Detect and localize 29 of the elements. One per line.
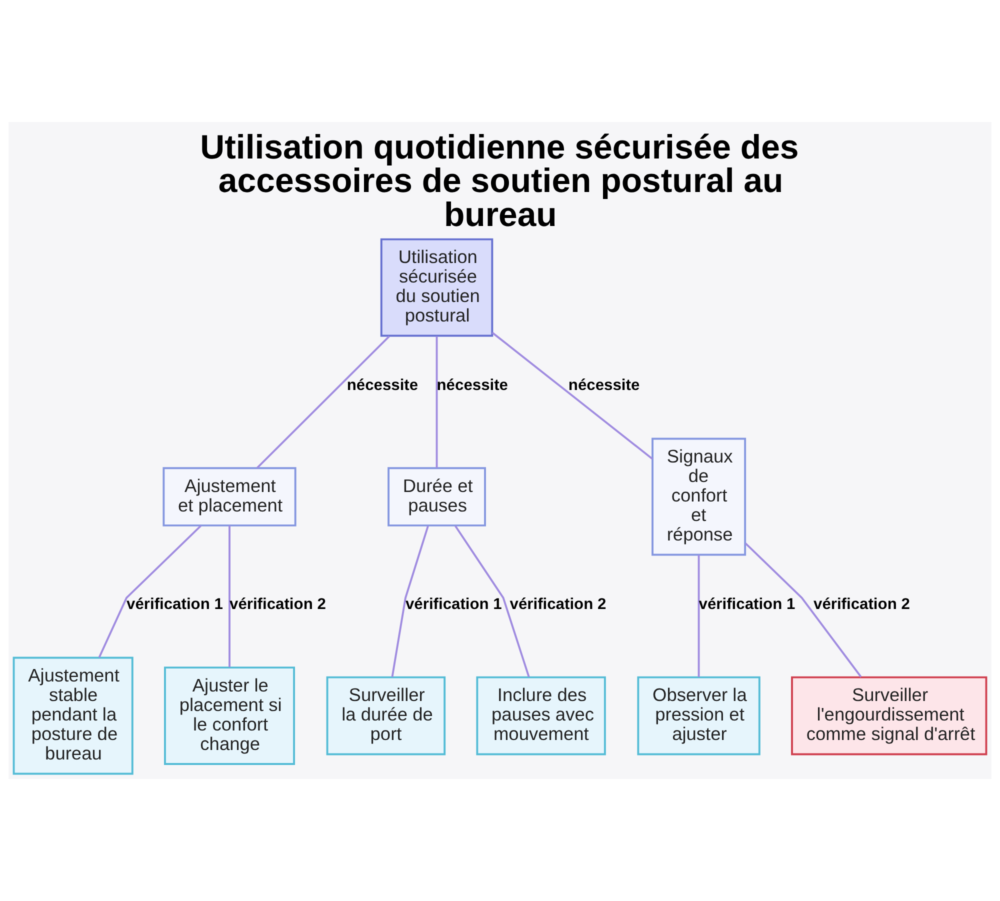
- edge-label: nécessite: [568, 377, 640, 394]
- edge-label: vérification 2: [814, 596, 910, 614]
- edge-label: vérification 2: [230, 596, 326, 614]
- node-box: Surveiller la durée de port: [326, 676, 446, 756]
- connector: [391, 526, 429, 678]
- edge-label: vérification 1: [698, 596, 796, 614]
- edge-label: nécessite: [346, 377, 418, 394]
- connector: [98, 525, 202, 658]
- connector: [454, 525, 530, 678]
- connector: [744, 542, 862, 678]
- connector: [228, 525, 230, 668]
- edge-label: nécessite: [436, 377, 508, 394]
- connector: [492, 332, 654, 460]
- node-box: Observer la pression et ajuster: [637, 676, 760, 756]
- node-box: Utilisation sécurisée du soutien postural: [380, 238, 494, 337]
- node-box: Signaux de confort et réponse: [652, 438, 746, 556]
- edge-label: vérification 1: [405, 596, 502, 614]
- node-box: Ajuster le placement si le confort change: [164, 666, 296, 765]
- edge-label: vérification 1: [126, 596, 223, 614]
- diagram-title: Utilisation quotidienne sécurisée des accessoires de soutien postural au bureau: [200, 128, 799, 234]
- node-box: Inclure des pauses avec mouvement: [476, 676, 606, 756]
- connector: [698, 554, 700, 678]
- node-box: Surveiller l'engourdissement comme signal d'arrêt: [791, 676, 988, 756]
- connector: [256, 336, 390, 469]
- node-box: Ajustement et placement: [162, 467, 296, 526]
- connector: [436, 336, 438, 468]
- node-box: Ajustement stable pendant la posture de bureau: [12, 656, 134, 775]
- node-box: Durée et pauses: [388, 467, 486, 526]
- edge-label: vérification 2: [510, 596, 606, 614]
